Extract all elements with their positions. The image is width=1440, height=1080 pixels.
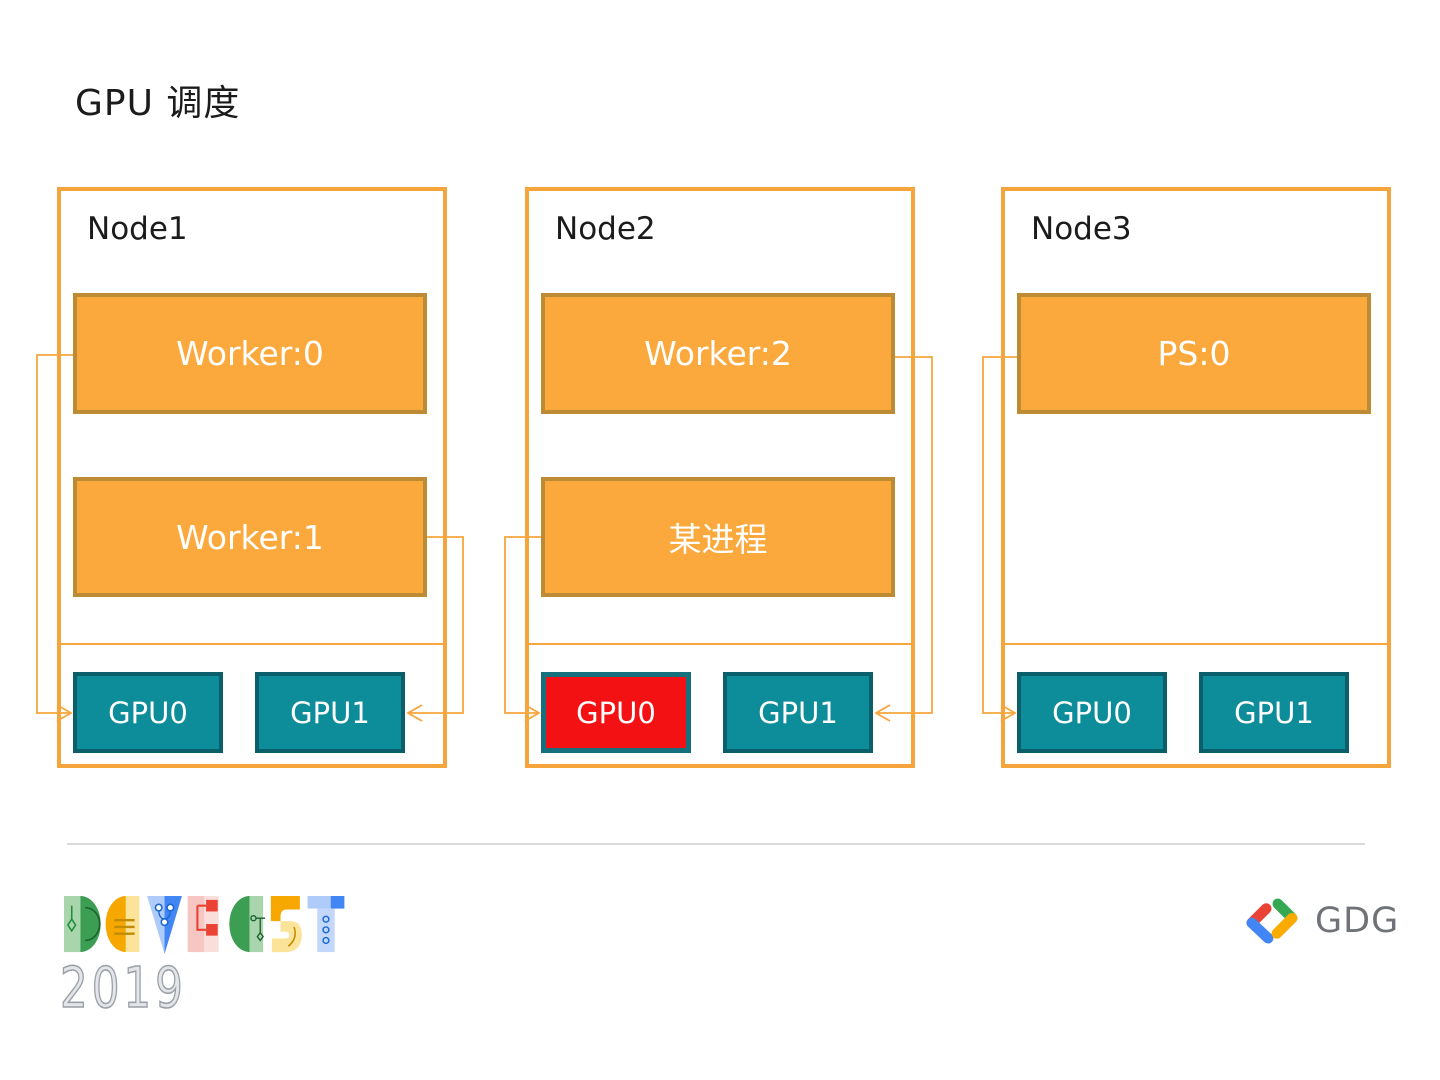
gpu-section-divider [1005,643,1387,645]
node1-label: Node1 [87,211,188,247]
devfest-letter-f [187,896,219,953]
node3-gpu1-box: GPU1 [1199,672,1349,753]
gdg-label: GDG [1315,901,1400,941]
node1-gpu1-box: GPU1 [255,672,405,753]
process-box-worker0: Worker:0 [73,293,427,414]
node3-box: Node3 PS:0 GPU0 GPU1 [1001,187,1391,768]
devfest-year: 2019 [59,955,187,1022]
process-box-ps0: PS:0 [1017,293,1371,414]
devfest-letter-v [147,896,182,954]
devfest-letter-t [307,896,345,953]
node3-gpu0-box: GPU0 [1017,672,1167,753]
devfest-letter-e1 [105,896,140,953]
devfest-letter-e2 [229,896,266,953]
node3-label: Node3 [1031,211,1132,247]
footer-divider [67,843,1365,845]
node1-box: Node1 Worker:0 Worker:1 GPU0 GPU1 [57,187,447,768]
node2-box: Node2 Worker:2 某进程 GPU0 GPU1 [525,187,915,768]
process-box-someprocess: 某进程 [541,477,895,597]
slide-title: GPU 调度 [75,83,241,124]
process-box-worker1: Worker:1 [73,477,427,597]
node2-label: Node2 [555,211,656,247]
gpu-section-divider [61,643,443,645]
gdg-chevrons-icon [1246,898,1298,944]
node1-gpu0-box: GPU0 [73,672,223,753]
node2-gpu0-box-busy: GPU0 [541,672,691,753]
gpu-section-divider [529,643,911,645]
process-box-worker2: Worker:2 [541,293,895,414]
devfest-logo [64,896,345,954]
devfest-letter-s [270,896,302,953]
gdg-logo: GDG [1243,897,1399,945]
node2-gpu1-box: GPU1 [723,672,873,753]
devfest-letter-d [64,896,101,953]
